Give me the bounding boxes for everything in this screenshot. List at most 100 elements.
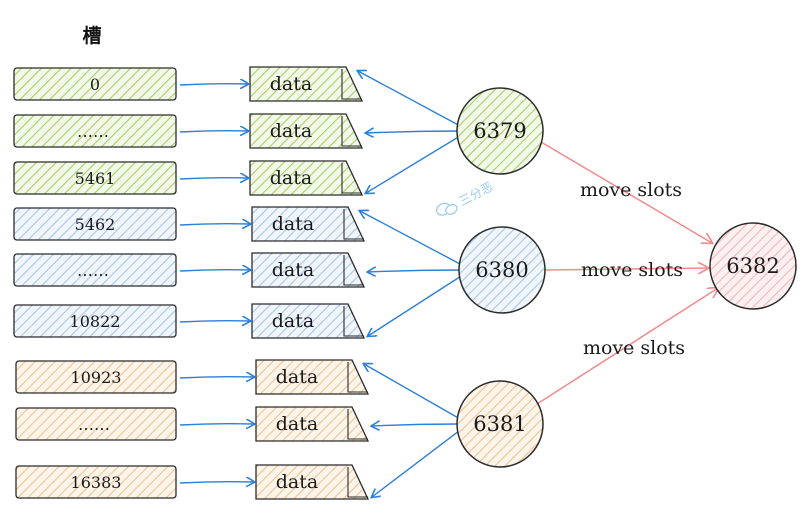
node-to-data-arrow: [366, 131, 460, 133]
page-fold: [347, 409, 368, 440]
slot-to-data-arrow: [179, 482, 254, 483]
slot-to-data-arrow: [179, 84, 248, 85]
node-6379: 6379: [456, 87, 544, 175]
node-6381: 6381: [456, 380, 544, 468]
move-slots-arrow: [536, 288, 718, 405]
node-to-data-arrow: [372, 424, 460, 426]
node-to-data-arrow: [358, 71, 460, 126]
watermark-text: 三分恶: [457, 179, 495, 208]
node-to-data-arrow: [364, 364, 460, 419]
slot-bar: [13, 207, 177, 241]
slot-row: 5461: [13, 161, 177, 195]
slot-to-data-arrow: [179, 424, 254, 425]
slot-bar: [15, 360, 177, 394]
move-slots-label: move slots: [580, 179, 682, 201]
data-label: data: [276, 413, 318, 435]
data-page-shape: [251, 252, 366, 288]
slot-row: ……: [13, 253, 177, 287]
data-label: data: [272, 213, 314, 235]
data-label: data: [276, 366, 318, 388]
watermark: 三分恶: [435, 179, 495, 216]
move-slots-arrow: [544, 268, 708, 270]
target-node-circle: [709, 222, 797, 310]
data-page: data: [255, 359, 370, 395]
data-page-shape: [249, 160, 364, 196]
page-fold: [341, 116, 362, 147]
data-page-shape: [249, 66, 364, 102]
slot-to-data-arrow: [179, 270, 250, 271]
data-page-shape: [255, 406, 370, 442]
slots-title: 槽: [82, 24, 101, 47]
target-node-label: 6382: [726, 254, 779, 278]
data-page-shape: [249, 113, 364, 149]
slot-label: ……: [78, 415, 110, 434]
slot-bar: [13, 304, 177, 338]
node-6380: 6380: [458, 226, 546, 314]
data-label: data: [272, 310, 314, 332]
data-page-shape: [251, 303, 366, 339]
data-page: data: [255, 464, 370, 500]
slot-bar: [13, 114, 177, 148]
slot-label: 16383: [71, 473, 122, 492]
node-label: 6380: [475, 258, 528, 282]
data-page-shape: [255, 464, 370, 500]
data-page: data: [251, 206, 366, 242]
slot-to-data-arrow: [179, 321, 250, 322]
move-slots-arrow: [540, 141, 712, 243]
page-fold: [341, 69, 362, 100]
slot-row: 0: [13, 67, 177, 101]
data-page: data: [249, 160, 364, 196]
slot-to-data-arrow: [179, 224, 250, 225]
slot-row: 16383: [15, 465, 177, 499]
slot-bar: [15, 407, 177, 441]
node-to-data-arrow: [366, 136, 460, 193]
slot-bar: [15, 465, 177, 499]
slot-label: 10923: [71, 368, 122, 387]
data-page-shape: [255, 359, 370, 395]
node-to-data-arrow: [368, 275, 462, 336]
slot-label: ……: [77, 261, 109, 280]
node-layer: 6379 6380 6381 6382: [456, 87, 797, 468]
node-circle: [456, 87, 544, 175]
node-label: 6379: [473, 119, 526, 143]
page-fold: [347, 467, 368, 498]
data-label: data: [272, 259, 314, 281]
slot-row: 10923: [15, 360, 177, 394]
page-fold: [347, 362, 368, 393]
slot-to-data-arrow: [179, 131, 248, 132]
node-to-data-arrow: [360, 211, 462, 266]
data-label: data: [276, 471, 318, 493]
move-slots-label: move slots: [583, 337, 685, 359]
slot-bar: [13, 161, 177, 195]
page-fold: [341, 163, 362, 194]
slot-label: 5461: [75, 169, 116, 188]
data-page: data: [251, 252, 366, 288]
node-to-data-arrow: [368, 270, 462, 272]
data-page: data: [249, 113, 364, 149]
data-label: data: [270, 73, 312, 95]
slot-row: 10822: [13, 304, 177, 338]
slot-row: 5462: [13, 207, 177, 241]
page-fold: [343, 306, 364, 337]
slot-label: 10822: [70, 312, 121, 331]
slot-bar: [13, 67, 177, 101]
data-page-list: data data data data data data data data data: [249, 66, 370, 500]
slot-row: ……: [13, 114, 177, 148]
slot-label: ……: [77, 122, 109, 141]
node-circle: [458, 226, 546, 314]
data-page: data: [251, 303, 366, 339]
node-to-data-arrow: [372, 430, 460, 497]
data-page: data: [249, 66, 364, 102]
slot-list: 0 …… 5461 5462 …… 10822 10923 …… 16383: [13, 67, 177, 499]
slot-to-data-arrow: [179, 377, 254, 378]
node-circle: [456, 380, 544, 468]
node-label: 6381: [473, 412, 526, 436]
slot-label: 0: [90, 75, 100, 94]
slot-to-data-arrow: [179, 178, 248, 179]
slot-bar: [13, 253, 177, 287]
node-6382: 6382: [709, 222, 797, 310]
page-fold: [343, 209, 364, 240]
page-fold: [343, 255, 364, 286]
